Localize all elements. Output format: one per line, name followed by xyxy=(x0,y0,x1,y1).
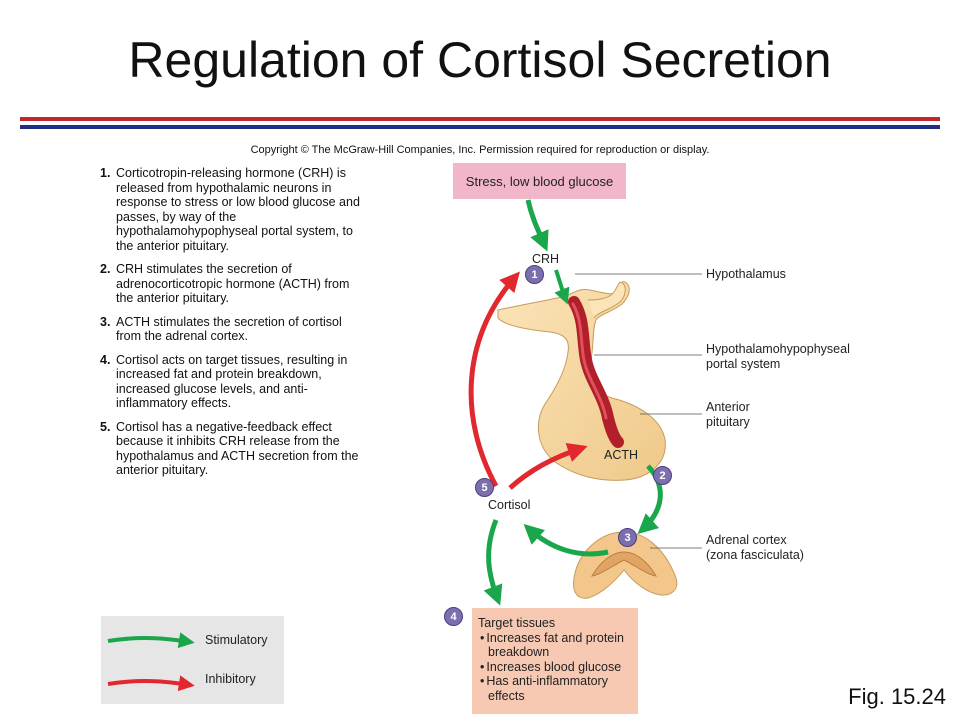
step-item: 1 Corticotropin-releasing hormone (CRH) i… xyxy=(100,166,370,253)
target-tissues-box: Target tissues Increases fat and protein… xyxy=(472,608,638,714)
acth-label: ACTH xyxy=(604,448,639,462)
step-text: ACTH stimulates the secretion of cortiso… xyxy=(116,314,342,344)
step-badge-5: 5 xyxy=(475,478,494,497)
target-effects-list: Increases fat and protein breakdown Incr… xyxy=(478,631,632,704)
legend-inhibitory-label: Inhibitory xyxy=(205,672,256,686)
step-text: Corticotropin-releasing hormone (CRH) is… xyxy=(116,166,360,253)
step-item: 5 Cortisol has a negative-feedback effect… xyxy=(100,420,370,478)
target-effect-item: Has anti-inflammatory effects xyxy=(478,674,632,703)
pituitary-stalk-shape xyxy=(587,281,626,319)
title-rule-red xyxy=(20,117,940,121)
arrow-crh-to-pituitary xyxy=(554,269,570,305)
target-tissues-title: Target tissues xyxy=(478,616,556,630)
portal-system-label-line2: portal system xyxy=(706,357,781,371)
step-badge-4: 4 xyxy=(444,607,463,626)
step-item: 3 ACTH stimulates the secretion of cortis… xyxy=(100,315,370,344)
slide-title: Regulation of Cortisol Secretion xyxy=(128,32,832,88)
step-badge-1: 1 xyxy=(525,265,544,284)
step-number: 2 xyxy=(100,262,110,277)
adrenal-medulla-shape xyxy=(591,551,657,577)
portal-vessel-highlight xyxy=(571,302,608,420)
figure-label: Fig. 15.24 xyxy=(848,684,946,709)
arrow-stress-to-crh xyxy=(525,199,549,252)
step-badge-2: 2 xyxy=(653,466,672,485)
legend-box: Stimulatory Inhibitory xyxy=(101,616,284,704)
portal-vessel xyxy=(568,296,624,448)
step-item: 2 CRH stimulates the secretion of adrenoc… xyxy=(100,262,370,306)
step-number: 3 xyxy=(100,315,110,330)
crh-label: CRH xyxy=(532,252,560,266)
anterior-pituitary-label-line1: Anterior xyxy=(706,400,750,414)
portal-system-label-line1: Hypothalamohypophyseal xyxy=(706,342,850,356)
arrow-adrenal-to-cortisol xyxy=(523,523,609,557)
adrenal-cortex-label-line1: Adrenal cortex xyxy=(706,533,787,547)
hypothalamus-label: Hypothalamus xyxy=(706,267,786,281)
cortisol-label: Cortisol xyxy=(488,498,531,512)
step-badge-3: 3 xyxy=(618,528,637,547)
adrenal-cortex-label-line2: (zona fasciculata) xyxy=(706,548,804,562)
step-number: 1 xyxy=(100,166,110,181)
step-number: 4 xyxy=(100,353,110,368)
anterior-pituitary-label-line2: pituitary xyxy=(706,415,750,429)
target-effect-item: Increases fat and protein breakdown xyxy=(478,631,632,660)
arrow-cortisol-to-target xyxy=(483,519,503,606)
target-effect-item: Increases blood glucose xyxy=(478,660,632,675)
step-text: CRH stimulates the secretion of adrenoco… xyxy=(116,262,350,305)
arrow-cortisol-inhibits-hypothalamus xyxy=(468,271,520,488)
step-list: 1 Corticotropin-releasing hormone (CRH) i… xyxy=(100,166,370,487)
copyright-notice: Copyright © The McGraw-Hill Companies, I… xyxy=(250,144,710,156)
title-rule-blue xyxy=(20,125,940,129)
stress-box: Stress, low blood glucose xyxy=(453,163,626,199)
step-text: Cortisol acts on target tissues, resulti… xyxy=(116,352,348,411)
step-text: Cortisol has a negative-feedback effect … xyxy=(116,419,359,478)
step-item: 4 Cortisol acts on target tissues, result… xyxy=(100,353,370,411)
legend-stimulatory-label: Stimulatory xyxy=(205,633,268,647)
arrow-cortisol-inhibits-pituitary xyxy=(508,442,588,490)
step-number: 5 xyxy=(100,420,110,435)
